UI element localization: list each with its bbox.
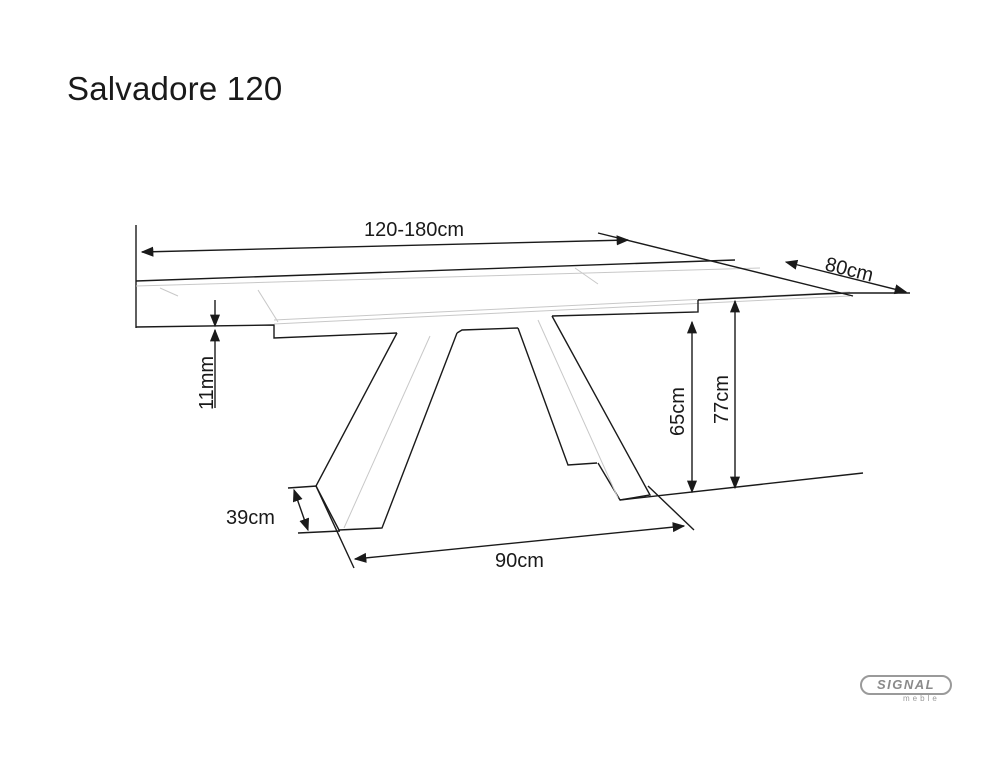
svg-text:90cm: 90cm <box>495 550 544 572</box>
logo-sub-text: meble <box>903 694 940 703</box>
foot-depth-dimension: 39cm <box>226 485 341 534</box>
svg-text:39cm: 39cm <box>226 507 275 529</box>
signal-logo: SIGNAL <box>860 675 952 695</box>
height-under-frame-dimension: 65cm <box>667 320 698 494</box>
svg-text:77cm: 77cm <box>711 375 733 424</box>
width-dimension: 80cm <box>597 232 908 297</box>
svg-text:11mm: 11mm <box>196 356 218 410</box>
logo-brand-text: SIGNAL <box>876 677 936 692</box>
total-height-dimension: 77cm <box>711 299 741 490</box>
leg-span-dimension: 90cm <box>315 485 695 572</box>
svg-text:120-180cm: 120-180cm <box>364 219 464 241</box>
thickness-dimension: 11mm <box>196 300 221 410</box>
table-legs <box>315 315 652 531</box>
svg-text:65cm: 65cm <box>667 387 689 436</box>
svg-text:80cm: 80cm <box>823 254 876 287</box>
product-title: Salvadore 120 <box>67 70 283 107</box>
floor-line <box>619 472 864 501</box>
length-dimension: 120-180cm <box>140 219 630 257</box>
